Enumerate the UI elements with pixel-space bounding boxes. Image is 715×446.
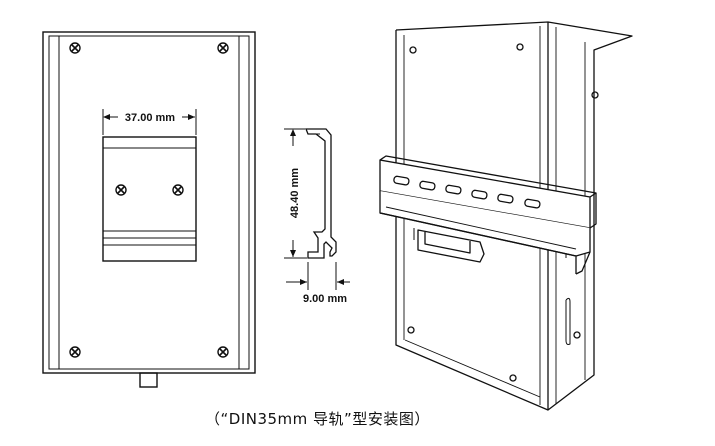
din-clip xyxy=(102,136,197,262)
perspective-view xyxy=(379,21,633,411)
diagram-caption: （“DIN35mm 导轨”型安装图） xyxy=(205,410,430,428)
bottom-tab xyxy=(139,372,158,388)
rail-height-label: 48.40 mm xyxy=(289,168,301,218)
rail-profile xyxy=(305,128,337,259)
screw-icon xyxy=(217,42,229,54)
rail-height-dimension xyxy=(284,128,307,259)
screw-icon xyxy=(69,346,81,358)
screw-icon xyxy=(69,42,81,54)
front-housing-outline xyxy=(42,31,256,374)
screw-icon xyxy=(115,184,127,196)
screw-icon xyxy=(217,346,229,358)
rail-depth-label: 9.00 mm xyxy=(303,293,347,305)
clip-width-dimension xyxy=(102,109,197,135)
front-view xyxy=(42,31,256,388)
screw-icon xyxy=(172,184,184,196)
rail-depth-dimension xyxy=(286,262,350,290)
clip-width-label: 37.00 mm xyxy=(125,112,175,124)
